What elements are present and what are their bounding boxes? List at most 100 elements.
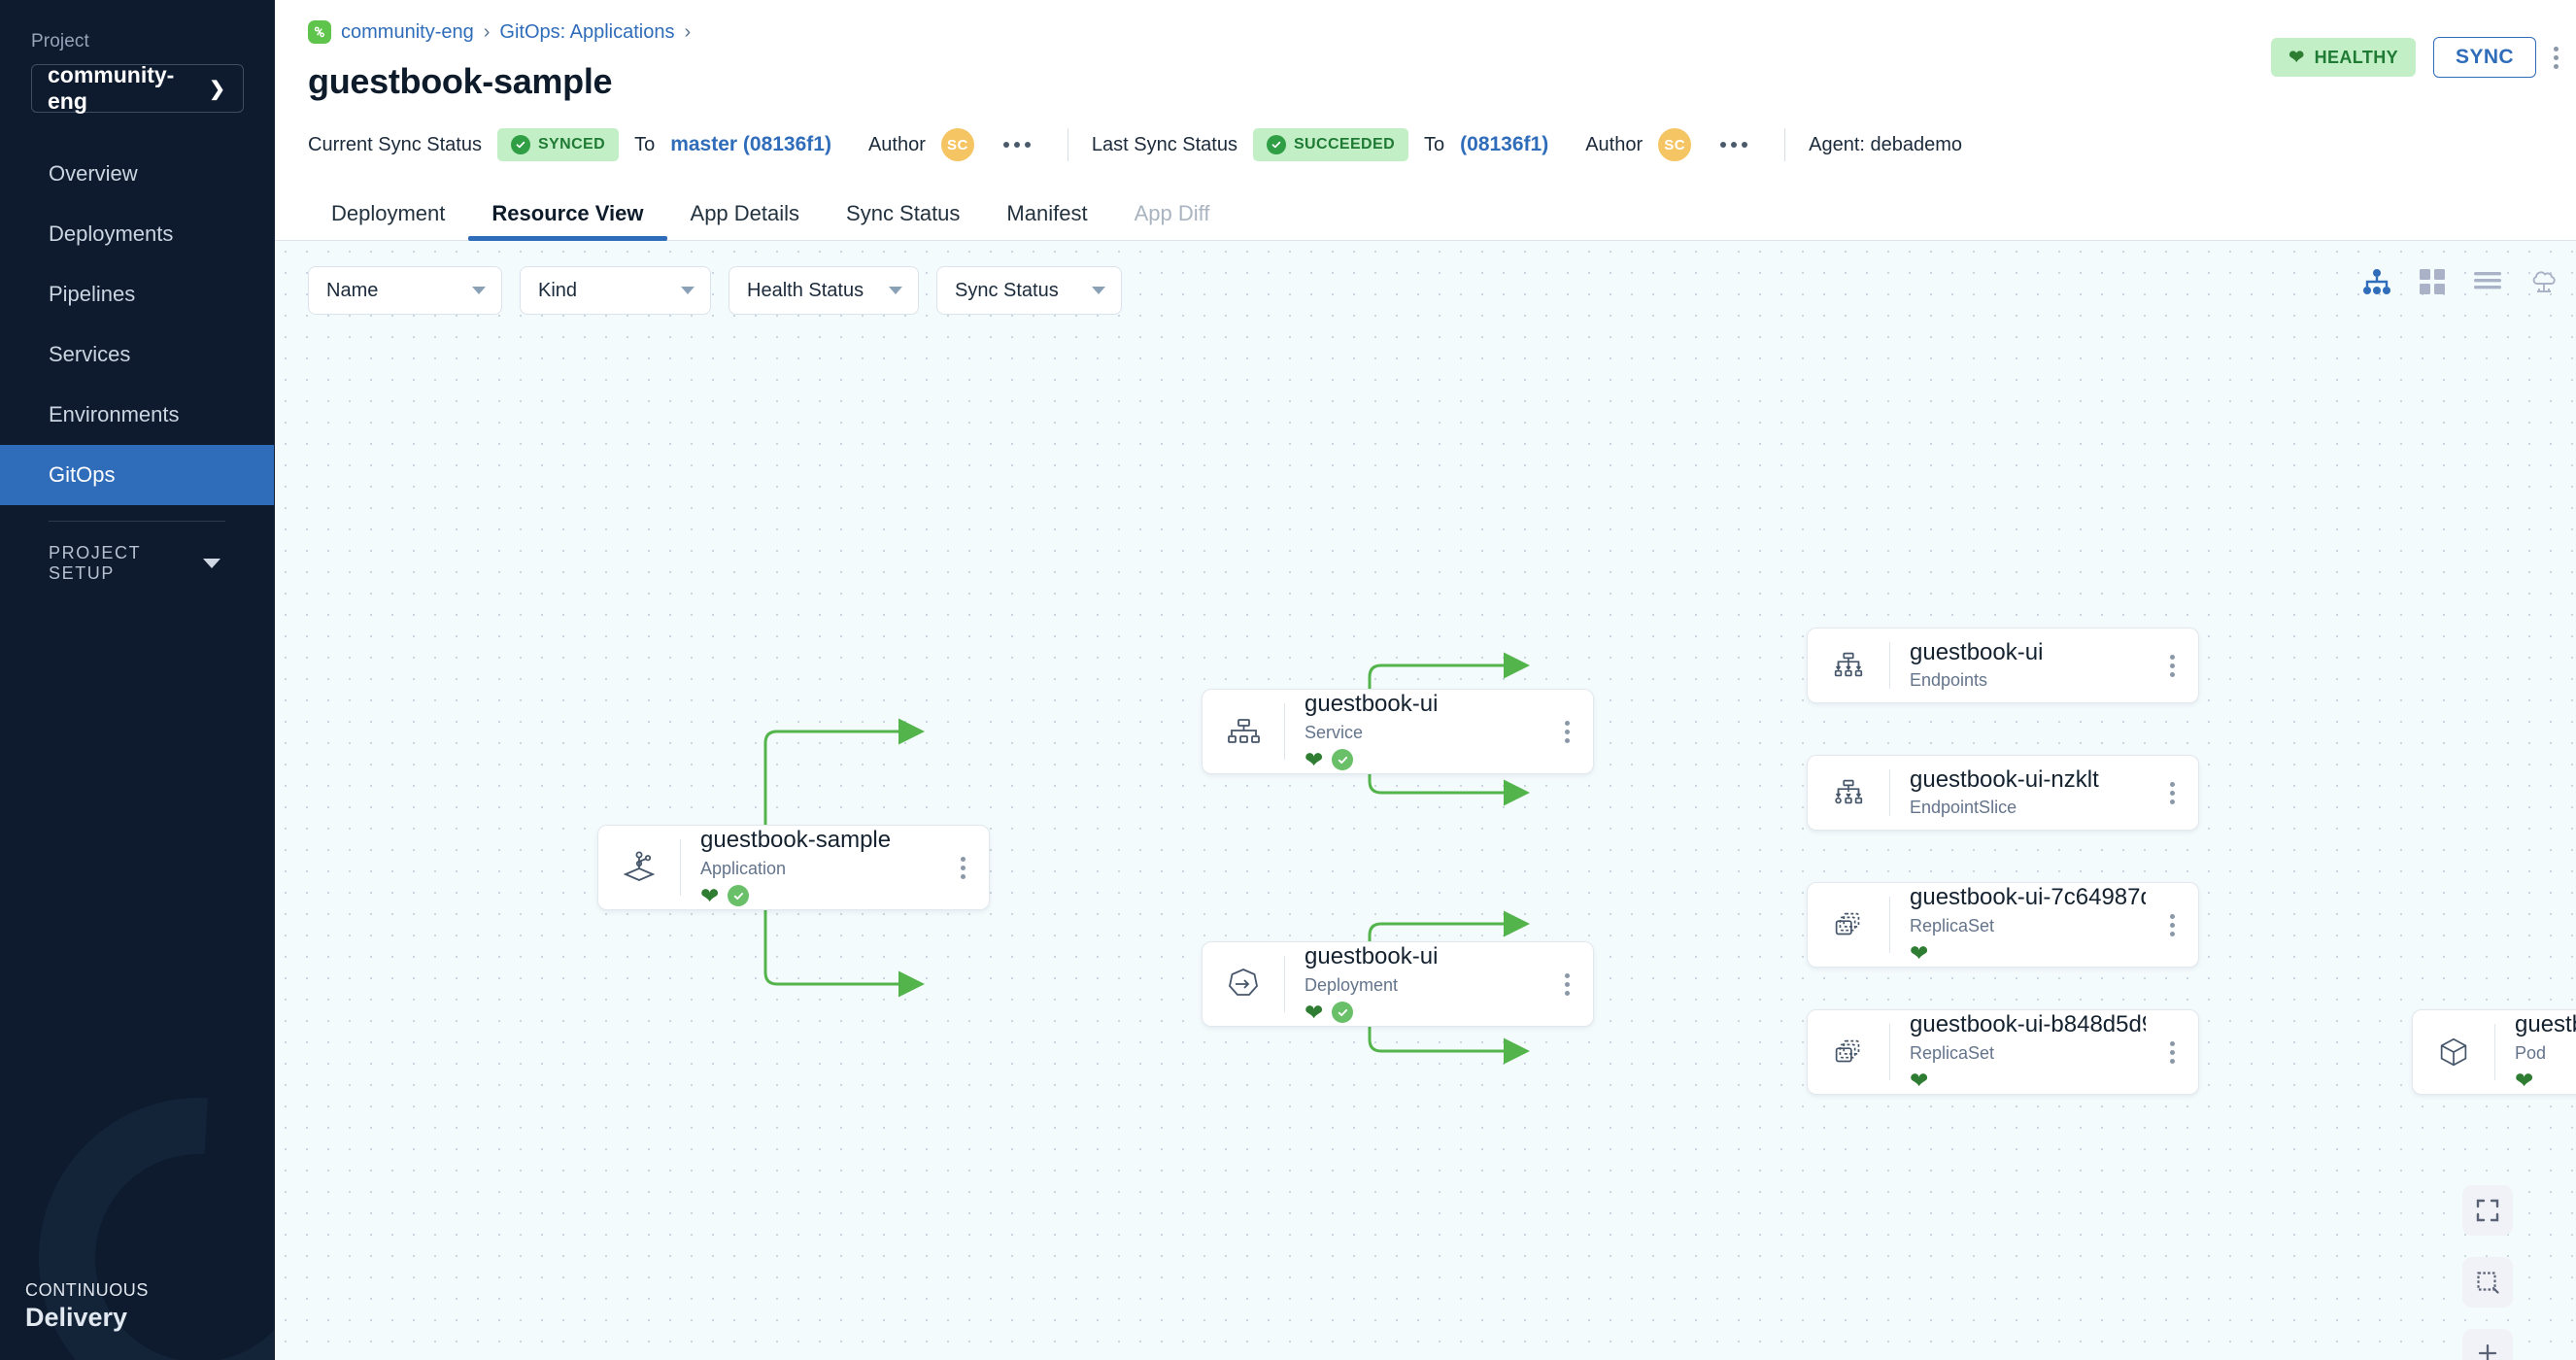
node-kind: ReplicaSet xyxy=(1910,915,1995,935)
sidebar-item-label: Overview xyxy=(49,161,138,186)
node-title: guestbook-ui-b848d5d9d xyxy=(1910,1012,2146,1038)
graph-node-endpoints[interactable]: guestbook-ui Endpoints xyxy=(1807,628,2199,703)
list-view-icon[interactable] xyxy=(2473,270,2502,298)
node-title: guestbook-sample xyxy=(700,828,892,854)
current-author-more-button[interactable] xyxy=(1002,142,1031,148)
graph-node-deployment[interactable]: guestbook-ui Deployment ❤ xyxy=(1202,941,1594,1027)
graph-node-application[interactable]: guestbook-sample Application ❤ xyxy=(597,825,990,910)
node-title: guestbook-ui-7c64987dc9 xyxy=(1910,885,2146,911)
filter-bar: Name Kind Health Status Sync Status xyxy=(308,266,1122,315)
sidebar-item-pipelines[interactable]: Pipelines xyxy=(0,264,274,324)
endpoints-icon xyxy=(1808,647,1889,684)
graph-node-service[interactable]: guestbook-ui Service ❤ xyxy=(1202,689,1594,774)
node-title: guestbook-ui xyxy=(1305,944,1439,970)
sidebar-item-services[interactable]: Services xyxy=(0,324,274,385)
tab-label: App Diff xyxy=(1134,201,1210,225)
filter-kind[interactable]: Kind xyxy=(520,266,711,315)
tab-manifest[interactable]: Manifest xyxy=(983,201,1110,240)
tab-deployment[interactable]: Deployment xyxy=(308,201,468,240)
sidebar-item-overview[interactable]: Overview xyxy=(0,144,274,204)
tab-sync-status[interactable]: Sync Status xyxy=(823,201,983,240)
sidebar-item-label: Services xyxy=(49,342,131,366)
node-body: guestbook-ui-7c64987dc9 ReplicaSet ❤ xyxy=(1890,885,2146,964)
resource-graph-canvas[interactable]: Name Kind Health Status Sync Status xyxy=(275,241,2576,1360)
zoom-in-icon[interactable] xyxy=(2462,1329,2513,1360)
more-options-button[interactable] xyxy=(2554,46,2559,69)
fit-screen-icon[interactable] xyxy=(2462,1185,2513,1236)
select-area-icon[interactable] xyxy=(2462,1257,2513,1308)
synced-icon xyxy=(728,885,750,907)
breadcrumb-link-gitops-applications[interactable]: GitOps: Applications xyxy=(499,20,675,43)
node-menu-button[interactable] xyxy=(2146,913,2198,936)
node-menu-button[interactable] xyxy=(1541,972,1593,996)
top-actions: ❤ HEALTHY SYNC xyxy=(2271,37,2559,78)
chevron-down-icon xyxy=(203,559,220,568)
node-menu-button[interactable] xyxy=(936,856,989,879)
node-status: ❤ xyxy=(1910,939,2146,966)
node-body: guestbook-ui-b848d5d9… Pod ❤ xyxy=(2495,1012,2576,1091)
node-menu-button[interactable] xyxy=(2146,654,2198,677)
project-selector[interactable]: community-eng ❯ xyxy=(31,62,244,114)
main-content: community-eng › GitOps: Applications › g… xyxy=(275,0,2576,1360)
sidebar-divider xyxy=(49,521,225,522)
node-title: guestbook-ui-nzklt xyxy=(1910,766,2099,793)
tab-resource-view[interactable]: Resource View xyxy=(468,201,667,241)
heart-icon: ❤ xyxy=(1910,939,1929,966)
sidebar-item-gitops[interactable]: GitOps xyxy=(0,445,274,505)
sidebar-project-setup-label: PROJECT SETUP xyxy=(49,543,141,583)
current-revision-link[interactable]: master (08136f1) xyxy=(670,133,831,155)
node-status: ❤ xyxy=(2515,1069,2576,1092)
sidebar-project-setup[interactable]: PROJECT SETUP xyxy=(0,543,274,584)
page-title: guestbook-sample xyxy=(308,61,613,101)
synced-icon xyxy=(1332,1002,1354,1024)
chevron-down-icon xyxy=(681,287,695,294)
filter-sync-status[interactable]: Sync Status xyxy=(936,266,1122,315)
divider xyxy=(2494,1024,2495,1080)
avatar: SC xyxy=(940,128,974,161)
last-author-more-button[interactable] xyxy=(1720,142,1748,148)
node-kind: EndpointSlice xyxy=(1910,798,2017,818)
breadcrumb-link-project[interactable]: community-eng xyxy=(341,20,474,43)
tab-app-details[interactable]: App Details xyxy=(667,201,824,240)
sync-button[interactable]: SYNC xyxy=(2433,37,2536,78)
sidebar-nav: Overview Deployments Pipelines Services … xyxy=(0,144,274,505)
filter-health-status[interactable]: Health Status xyxy=(729,266,919,315)
filter-label: Sync Status xyxy=(955,279,1059,301)
application-icon xyxy=(598,848,680,887)
node-menu-button[interactable] xyxy=(1541,720,1593,743)
brand-footer: CONTINUOUS Delivery xyxy=(25,1280,149,1333)
agent-label: Agent: debademo xyxy=(1809,133,1963,155)
sidebar-item-environments[interactable]: Environments xyxy=(0,385,274,445)
sidebar-item-deployments[interactable]: Deployments xyxy=(0,204,274,264)
grid-view-icon[interactable] xyxy=(2419,268,2446,300)
graph-node-replicaset-b848d5d9d[interactable]: guestbook-ui-b848d5d9d ReplicaSet ❤ xyxy=(1807,1009,2199,1095)
check-circle-icon xyxy=(1266,135,1286,154)
node-body: guestbook-sample Application ❤ xyxy=(681,828,936,907)
tab-app-diff: App Diff xyxy=(1111,201,1234,240)
topbar: community-eng › GitOps: Applications › g… xyxy=(275,0,2576,115)
current-sync-status-value: SYNCED xyxy=(537,136,606,153)
current-to-label: To xyxy=(634,133,656,155)
network-view-icon[interactable] xyxy=(2529,268,2559,300)
breadcrumb-separator: › xyxy=(483,20,491,43)
node-body: guestbook-ui-nzklt EndpointSlice xyxy=(1890,767,2146,818)
breadcrumb-separator: › xyxy=(684,20,692,43)
node-menu-button[interactable] xyxy=(2146,1040,2198,1064)
graph-node-pod[interactable]: guestbook-ui-b848d5d9… Pod ❤ xyxy=(2412,1009,2576,1095)
divider xyxy=(1889,642,1890,689)
graph-node-endpointslice[interactable]: guestbook-ui-nzklt EndpointSlice xyxy=(1807,755,2199,831)
last-author-label: Author xyxy=(1585,133,1644,155)
tree-view-icon[interactable] xyxy=(2362,268,2391,300)
chevron-down-icon xyxy=(889,287,902,294)
chevron-right-icon: ❯ xyxy=(209,78,225,100)
last-revision-link[interactable]: (08136f1) xyxy=(1460,133,1549,155)
pod-icon xyxy=(2413,1034,2494,1071)
node-status: ❤ xyxy=(1305,748,1541,771)
graph-node-replicaset-7c64987dc9[interactable]: guestbook-ui-7c64987dc9 ReplicaSet ❤ xyxy=(1807,882,2199,968)
node-menu-button[interactable] xyxy=(2146,781,2198,804)
node-body: guestbook-ui Endpoints xyxy=(1890,640,2146,691)
node-body: guestbook-ui Service ❤ xyxy=(1285,692,1541,771)
node-kind: Service xyxy=(1305,722,1364,742)
filter-name[interactable]: Name xyxy=(308,266,502,315)
divider xyxy=(1889,897,1890,953)
